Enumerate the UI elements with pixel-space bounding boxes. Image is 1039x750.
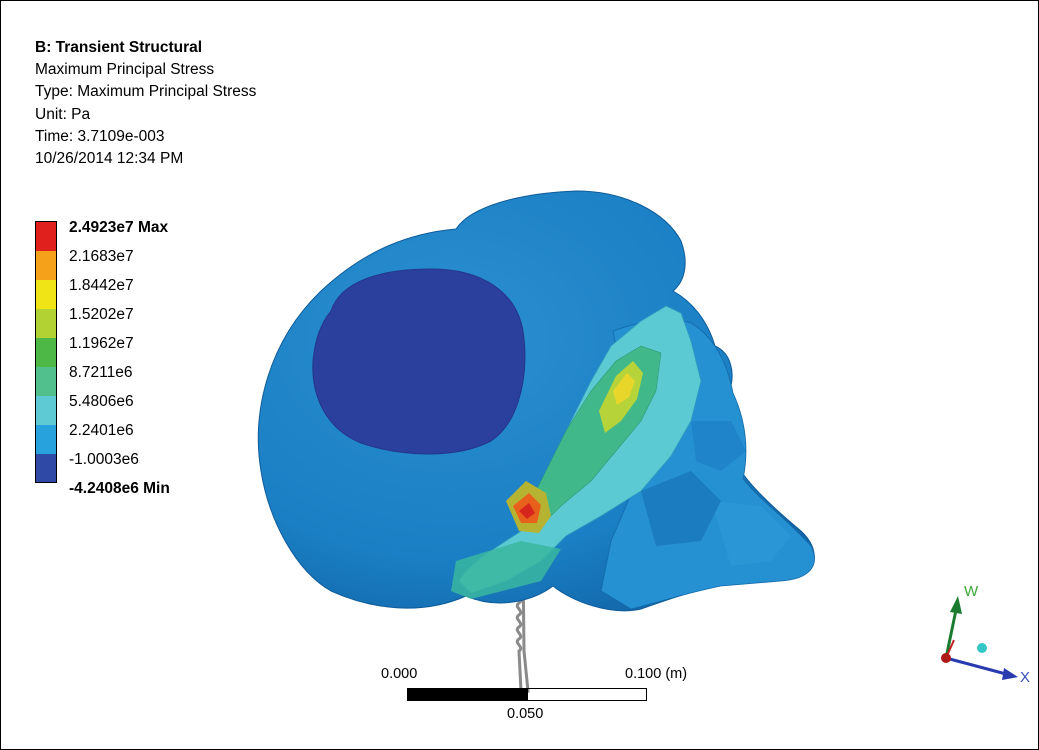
scale-bar: 0.000 0.100 (m) 0.050: [381, 666, 701, 726]
result-name: Maximum Principal Stress: [35, 61, 215, 79]
legend-swatch-6: [36, 367, 56, 396]
legend-value: 1.1962e7: [69, 335, 134, 352]
legend-value: 5.4806e6: [69, 393, 134, 410]
legend-swatch-3: [36, 280, 56, 309]
facial-facet: [711, 501, 791, 566]
legend-color-bar: [35, 221, 57, 483]
legend-value: 8.7211e6: [69, 364, 133, 381]
legend-min-label: -4.2408e6 Min: [69, 480, 170, 497]
legend-swatch-1: [36, 222, 56, 251]
result-timestamp: 10/26/2014 12:34 PM: [35, 150, 184, 168]
result-time: Time: 3.7109e-003: [35, 127, 165, 145]
axis-triad[interactable]: X W: [926, 576, 1036, 686]
low-stress-region: [312, 268, 526, 455]
facial-facet: [691, 421, 746, 471]
facial-facet: [641, 471, 721, 546]
legend-value: 2.2401e6: [69, 422, 134, 439]
legend-swatch-9: [36, 454, 56, 482]
triad-w-label: W: [964, 583, 979, 600]
legend-swatch-5: [36, 338, 56, 367]
legend-swatch-2: [36, 251, 56, 280]
legend-value: 1.8442e7: [69, 277, 134, 294]
legend-labels: 2.4923e7 Max 2.1683e7 1.8442e7 1.5202e7 …: [69, 213, 170, 503]
peak-stress-spot: [519, 503, 535, 519]
result-header: B: Transient Structural Maximum Principa…: [35, 37, 256, 170]
triad-x-label: X: [1020, 669, 1030, 686]
legend-swatch-7: [36, 396, 56, 425]
legend-value: 1.5202e7: [69, 306, 134, 323]
legend-value: 2.1683e7: [69, 248, 134, 265]
scale-right-label: 0.100 (m): [625, 666, 688, 682]
scale-ruler: [407, 688, 647, 701]
jaw-ledge: [451, 541, 561, 599]
analysis-title: B: Transient Structural: [35, 39, 203, 56]
yellow-stress-region: [613, 373, 635, 405]
result-type: Type: Maximum Principal Stress: [35, 83, 257, 101]
legend-value: -1.0003e6: [69, 451, 139, 468]
result-unit: Unit: Pa: [35, 105, 91, 123]
legend-swatch-8: [36, 425, 56, 454]
scale-mid-label: 0.050: [507, 706, 544, 722]
scale-left-label: 0.000: [381, 666, 418, 682]
legend-swatch-4: [36, 309, 56, 338]
legend-max-label: 2.4923e7 Max: [69, 219, 169, 236]
